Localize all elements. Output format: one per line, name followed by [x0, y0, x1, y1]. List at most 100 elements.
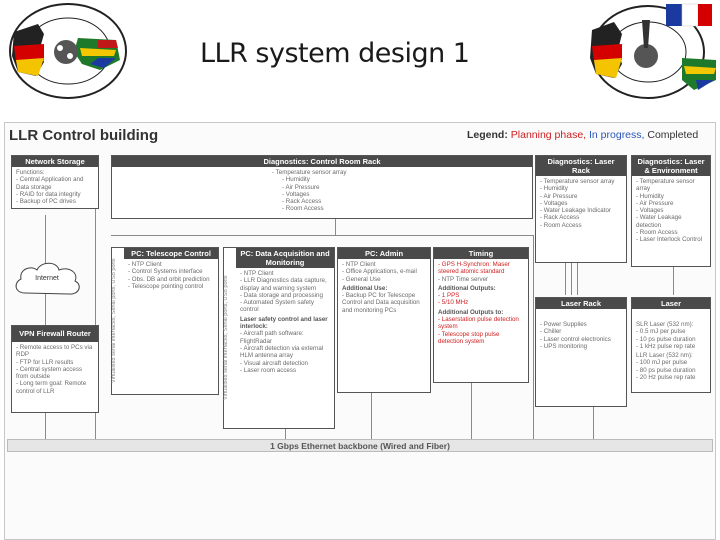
diag-laser-environment-header: Diagnostics: Laser & Environment: [632, 156, 710, 176]
connector-line: [371, 393, 372, 439]
list-item: NTP Client: [240, 270, 330, 277]
list-item: 10 ps pulse duration: [636, 336, 706, 343]
list-item: FTP for LLR results: [16, 359, 94, 366]
legend-planning: Planning phase,: [510, 129, 587, 141]
connector-line: [571, 263, 572, 295]
list-item: 1 kHz pulse rep rate: [636, 343, 706, 350]
llr-laser-label: LLR Laser (532 nm):: [636, 352, 693, 360]
list-item: Air Pressure: [636, 200, 706, 207]
connector-line: [577, 263, 578, 295]
pc-admin-box: PC: Admin NTP Client Office Applications…: [337, 247, 431, 393]
list-item: Visual aircraft detection: [240, 360, 330, 367]
list-item: Rack Access: [540, 214, 622, 221]
pc-telescope-control-box: PC: Telescope Control Virtualised serial…: [111, 247, 219, 395]
list-item: NTP Time server: [438, 276, 524, 283]
pc-telescope-control-header: PC: Telescope Control: [124, 248, 218, 259]
admin-subheading: Additional Use:: [342, 284, 388, 292]
list-item: Central Application and Data storage: [16, 176, 94, 191]
list-item: Temperature sensor array: [272, 169, 528, 176]
slr-laser-label: SLR Laser (532 nm):: [636, 321, 694, 328]
list-item: Voltages: [636, 207, 706, 214]
diag-laser-environment-box: Diagnostics: Laser & Environment Tempera…: [631, 155, 711, 267]
ethernet-backbone-label: 1 Gbps Ethernet backbone (Wired and Fibe…: [270, 441, 450, 451]
diag-laser-rack-box: Diagnostics: Laser Rack Temperature sens…: [535, 155, 627, 263]
control-room-rack-header: Diagnostics: Control Room Rack: [112, 156, 532, 167]
list-item: Air Pressure: [540, 193, 622, 200]
slide-title: LLR system design 1: [200, 38, 470, 69]
list-item: Power Supplies: [540, 321, 622, 328]
connector-line: [593, 407, 594, 439]
control-room-rack-box: Diagnostics: Control Room Rack Temperatu…: [111, 155, 533, 219]
timing-subheading: Additional Outputs:: [438, 284, 496, 292]
list-item: NTP Client: [128, 261, 214, 268]
list-item: 5/10 MHz: [438, 299, 524, 306]
list-item: Obs. DB and orbit prediction: [128, 276, 214, 283]
list-item: Room Access: [636, 229, 706, 236]
list-item: 80 ps pulse duration: [636, 367, 706, 374]
network-storage-header: Network Storage: [12, 156, 98, 167]
list-item: Telescope pointing control: [128, 283, 214, 290]
list-item: Office Applications, e-mail: [342, 268, 426, 275]
connector-line: [471, 383, 472, 439]
list-item: Laser room access: [240, 367, 330, 374]
internet-cloud: Internet: [11, 257, 83, 303]
legend-label: Legend:: [467, 129, 508, 141]
legend: Legend: Planning phase, In progress, Com…: [467, 129, 698, 141]
laser-box: Laser SLR Laser (532 nm): 0.5 mJ per pul…: [631, 297, 711, 393]
list-item: Voltages: [540, 200, 622, 207]
diagram-title: LLR Control building: [9, 127, 159, 144]
timing-header: Timing: [434, 248, 528, 259]
list-item: Long term goal: Remote control of LLR: [16, 380, 94, 395]
inkaba-logo-left: [4, 0, 136, 102]
list-item: RAID for data integrity: [16, 191, 94, 198]
pc-admin-header: PC: Admin: [338, 248, 430, 259]
laser-rack-header: Laser Rack: [536, 298, 626, 309]
inkaba-logo-right: [586, 0, 720, 102]
connector-line: [565, 263, 566, 295]
connector-line: [533, 235, 534, 439]
list-item: Temperature sensor array: [540, 178, 622, 185]
network-storage-intro: Functions:: [16, 169, 45, 176]
list-item: Laserstation pulse detection system: [438, 316, 524, 331]
vpn-firewall-router-header: VPN Firewall Router: [12, 326, 98, 342]
list-item: General Use: [342, 276, 426, 283]
list-item: UPS monitoring: [540, 343, 622, 350]
timing-box: Timing GPS H-Synchron: Maser steered ato…: [433, 247, 529, 383]
list-item: Aircraft path software: FlightRadar: [240, 330, 330, 345]
list-item: Backup of PC drives: [16, 198, 94, 205]
list-item: Laser control electronics: [540, 336, 622, 343]
connector-line: [673, 267, 674, 295]
list-item: 0.5 mJ per pulse: [636, 328, 706, 335]
list-item: Room Access: [540, 222, 622, 229]
list-item: Air Pressure: [272, 184, 528, 191]
vpn-firewall-router-box: VPN Firewall Router Remote access to PCs…: [11, 325, 99, 413]
connector-line: [111, 235, 533, 236]
connector-line: [95, 209, 96, 439]
list-item: Aircraft detection via external HLM ante…: [240, 345, 330, 360]
list-item: Laser Interlock Control: [636, 236, 706, 243]
laser-header: Laser: [632, 298, 710, 309]
list-item: GPS H-Synchron: Maser steered atomic sta…: [438, 261, 524, 276]
pc-data-acquisition-header: PC: Data Acquisition and Monitoring: [236, 248, 334, 268]
list-item: LLR Diagnostics data capture, display an…: [240, 277, 330, 292]
daq-interfaces-label: Virtualised serial interfaces, Serial po…: [223, 275, 229, 401]
daq-subheading: Laser safety control and laser interlock…: [240, 315, 328, 331]
list-item: Humidity: [540, 185, 622, 192]
internet-label: Internet: [35, 275, 59, 282]
connector-line: [335, 219, 336, 235]
legend-progress: In progress,: [589, 129, 645, 141]
list-item: Central system access from outside: [16, 366, 94, 381]
legend-completed: Completed: [647, 129, 699, 141]
list-item: Room Access: [272, 205, 528, 212]
list-item: Control Systems interface: [128, 268, 214, 275]
list-item: Data storage and processing: [240, 292, 330, 299]
list-item: Water Leakage detection: [636, 214, 706, 229]
list-item: Chiller: [540, 328, 622, 335]
list-item: Telescope stop pulse detection system: [438, 331, 524, 346]
list-item: Temperature sensor array: [636, 178, 706, 193]
list-item: Backup PC for Telescope Control and Data…: [342, 292, 426, 314]
llr-system-diagram: LLR Control building Legend: Planning ph…: [4, 122, 716, 540]
list-item: Rack Access: [272, 198, 528, 205]
list-item: 100 mJ per pulse: [636, 359, 706, 366]
diag-laser-rack-header: Diagnostics: Laser Rack: [536, 156, 626, 176]
